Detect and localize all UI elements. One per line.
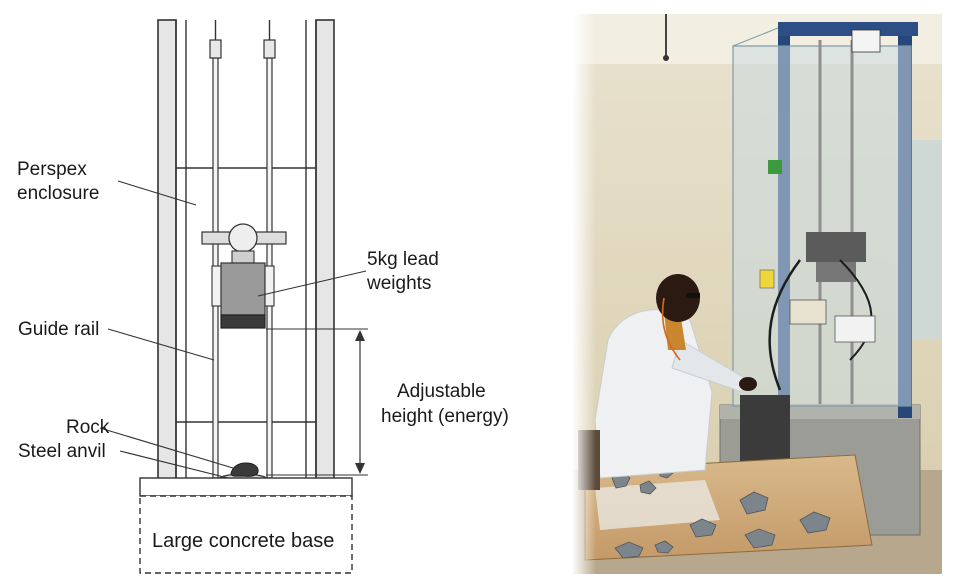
lab-photo [572, 14, 942, 574]
schematic: Perspex enclosure 5kg lead weights Guide… [17, 19, 509, 574]
label-lead-line2: weights [366, 273, 431, 294]
label-guide-rail: Guide rail [18, 319, 99, 340]
label-lead-line1: 5kg lead [367, 249, 439, 270]
lead-weights [220, 262, 266, 316]
label-height-line1: Adjustable [397, 381, 486, 402]
label-concrete-base: Large concrete base [152, 530, 334, 552]
label-rock: Rock [66, 417, 110, 438]
warning-sign [851, 29, 881, 53]
rock [230, 462, 259, 477]
concrete-base [139, 495, 353, 574]
left-frame-post [157, 19, 177, 495]
label-steel-anvil: Steel anvil [18, 441, 106, 462]
right-frame-post [315, 19, 335, 495]
technician [594, 274, 757, 479]
lead-weight-assembly [201, 223, 287, 329]
label-perspex-line2: enclosure [17, 183, 99, 204]
label-perspex-line1: Perspex [17, 159, 87, 180]
label-height-line2: height (energy) [381, 406, 509, 427]
